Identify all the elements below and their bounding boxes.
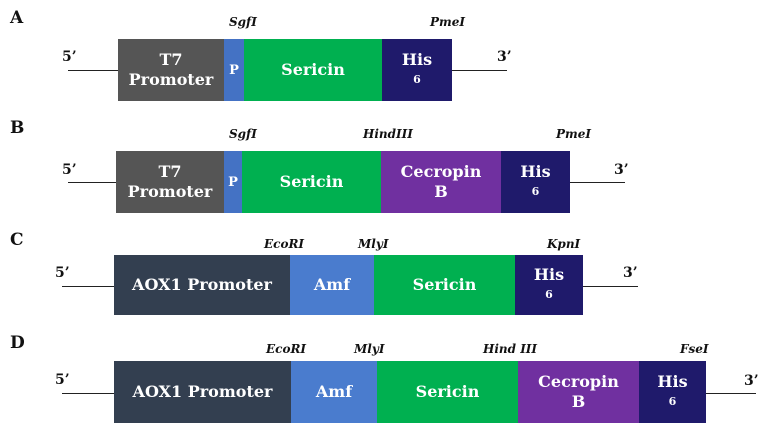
five-prime-b: 5’ [62,162,77,178]
site-hindiii-b: HindIII [363,127,413,141]
three-prime-b: 3’ [614,162,629,178]
sericin-segment-d: Sericin [377,361,518,423]
backbone-left-c [62,286,114,287]
backbone-right-c [583,286,638,287]
three-prime-a: 3’ [497,49,512,65]
backbone-right-d [706,393,756,394]
site-pmei-b: PmeI [556,127,591,141]
panel-label-b: B [10,118,25,138]
backbone-left-b [68,182,116,183]
three-prime-c: 3’ [623,265,638,281]
site-mlyi-c: MlyI [358,237,389,251]
site-ecori-c: EcoRI [264,237,305,251]
p-segment-b: P [224,151,242,213]
site-mlyi-d: MlyI [354,342,385,356]
aox1-promoter-segment-c: AOX1 Promoter [114,255,290,315]
backbone-right-a [452,70,507,71]
five-prime-a: 5’ [62,49,77,65]
site-hind-iii-d: Hind III [483,342,538,356]
p-segment-a: P [224,39,244,101]
three-prime-d: 3’ [744,373,759,389]
panel-label-c: C [10,230,24,250]
five-prime-c: 5’ [55,265,70,281]
five-prime-d: 5’ [55,372,70,388]
site-pmei-a: PmeI [430,15,465,29]
site-sgfi-b: SgfI [229,127,257,141]
backbone-left-d [62,393,114,394]
panel-label-d: D [10,333,25,353]
sericin-segment-b: Sericin [242,151,381,213]
sericin-segment-c: Sericin [374,255,515,315]
sericin-segment-a: Sericin [244,39,382,101]
amf-segment-d: Amf [291,361,377,423]
site-fsei-d: FseI [680,342,709,356]
site-sgfi-a: SgfI [229,15,257,29]
site-ecori-d: EcoRI [266,342,307,356]
aox1-promoter-segment-d: AOX1 Promoter [114,361,291,423]
site-kpni-c: KpnI [547,237,581,251]
backbone-right-b [570,182,625,183]
backbone-left-a [68,70,118,71]
amf-segment-c: Amf [290,255,374,315]
panel-label-a: A [10,8,24,28]
